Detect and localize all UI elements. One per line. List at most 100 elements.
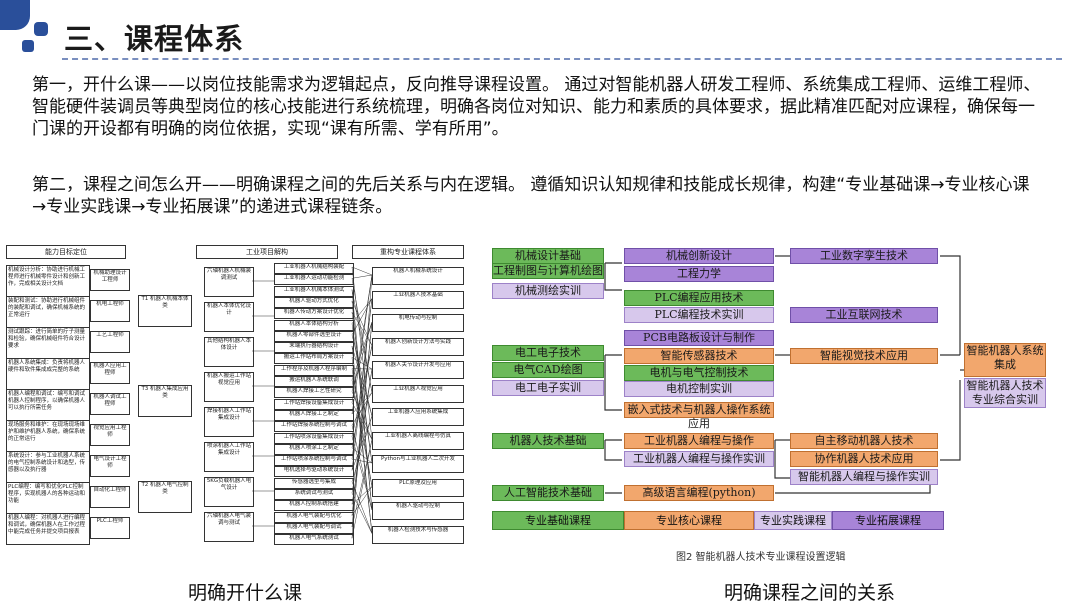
- course-box: 机器人创新设计方法与实践: [372, 337, 464, 356]
- core-course-box: 电机与电气控制技术: [624, 365, 774, 381]
- paragraph-1: 第一，开什么课——以岗位技能需求为逻辑起点，反向推导课程设置。 通过对智能机器人…: [32, 75, 1041, 139]
- task-box: 工业机器人机械本体测试: [274, 285, 354, 297]
- task-box: 机器人控制系统搭建: [274, 500, 354, 512]
- legend-extend: 专业拓展课程: [832, 511, 944, 530]
- paragraph-2: 第二，课程之间怎么开——明确课程之间的先后关系与内在逻辑。 遵循知识认知规律和技…: [32, 175, 1030, 217]
- extend-course-box: 智能机器人编程与操作实训: [790, 469, 938, 485]
- task-box: 机器人焊接工艺制定: [274, 409, 354, 421]
- course-box: 工业机器人技术基础: [372, 290, 464, 309]
- job-box: 机电工程师: [90, 300, 130, 322]
- basic-course-box: 机器人技术基础: [492, 433, 604, 449]
- course-box: 机器人机械系统设计: [372, 267, 464, 285]
- ability-box: 机器人系统集成：负责将机器人硬件和软件集成成完整的系统: [6, 358, 90, 390]
- left-head-project: 工业项目解构: [196, 245, 338, 259]
- unit-box: T1 机器人机械本体类: [138, 295, 192, 327]
- ability-box: 机器人编程和调试：编写和调试机器人控制程序，以确保机器人可以执行所需任务: [6, 389, 90, 421]
- job-box: 机器人调试工程师: [90, 393, 130, 415]
- left-diagram: 能力目标定位 工业项目解构 重构专业课程体系 机械设计分析：协助进行机械工程师进…: [0, 245, 470, 546]
- project-box: 机器人本体优化设计: [204, 302, 254, 332]
- course-box: 工业机器人视觉应用: [372, 384, 464, 403]
- course-box: PLC原理及应用: [372, 478, 464, 497]
- left-head-course: 重构专业课程体系: [352, 245, 464, 259]
- task-box: 工作站喷涂设备集成设计: [274, 432, 354, 444]
- task-box: 搬运机器人系统联调: [274, 376, 354, 387]
- brand-logo-icon: [0, 0, 56, 56]
- extend-course-box: 工业互联网技术: [790, 307, 938, 323]
- left-diagram-lines: [252, 266, 373, 539]
- basic-course-box: 机械测绘实训: [492, 283, 604, 299]
- extend-course-box: 自主移动机器人技术: [790, 433, 938, 449]
- course-box: 机器人关节设计开发与应用: [372, 361, 464, 379]
- extend-course-box: 工业数字孪生技术: [790, 248, 938, 264]
- core-course-box: 智能传感器技术: [624, 348, 774, 364]
- project-box: 5KG负载机器人电气设计: [204, 477, 254, 507]
- basic-course-box: 电工电子实训: [492, 380, 604, 396]
- figure-caption: 图2 智能机器人技术专业课程设置逻辑: [676, 552, 846, 563]
- project-box: 其他结构机器人本体设计: [204, 337, 254, 367]
- project-box: 喷涂机器人工作站集成设计: [204, 442, 254, 472]
- core-course-box: 机械创新设计: [624, 248, 774, 264]
- ability-box: 现场服务和维护：在现场现场维护和维护机器人系统，确保系统的正常运行: [6, 420, 90, 452]
- task-box: 工作站焊接系统控制与调试: [274, 421, 354, 433]
- course-box: Python与工业机器人二次开发: [372, 455, 464, 473]
- ability-box: 机械设计分析：协助进行机械工程师进行机械零件设计和创新工作，完成相关设计文档: [6, 265, 90, 297]
- core-course-box: 工业机器人编程与操作实训: [624, 451, 774, 467]
- caption-left: 明确开什么课: [188, 582, 303, 604]
- task-box: 机器人驱动方式优化: [274, 296, 354, 308]
- core-course-box: PLC编程应用技术: [624, 290, 774, 306]
- core-course-box: 高级语言编程(python): [624, 485, 774, 501]
- core-course-box: 嵌入式技术与机器人操作系统应用: [624, 402, 774, 430]
- ability-box: 系统设计：参与工业机器人系统的电气控制系统设计和选型，传感器以及执行器: [6, 451, 90, 483]
- ability-box: 测试跟踪：进行简单的疗子测量和检验，确保机械组件符合设计要求: [6, 327, 90, 359]
- extend-course-box: 协作机器人技术应用: [790, 451, 938, 467]
- ability-box: 装配和测试：协助进行机械组件的装配和调试，确保机械系统的正常运行: [6, 296, 90, 328]
- page-title: 三、课程体系: [64, 22, 245, 56]
- task-box: 工业机器人机械结构装配: [274, 263, 354, 274]
- ability-box: 机器人编程：对机器人进行编程和调试，确保机器人在工作过程中能完成任务并提交项目报…: [6, 513, 90, 545]
- caption-right: 明确课程之间的关系: [724, 582, 896, 604]
- system-integration-box: 智能机器人系统集成: [964, 343, 1046, 377]
- course-box: 工业机器人应用系统集成: [372, 408, 464, 426]
- job-box: 电气设计工程师: [90, 455, 130, 477]
- core-course-box: PCB电路板设计与制作: [624, 330, 774, 346]
- project-box: 六轴机器人机械装调测试: [204, 267, 254, 297]
- task-box: 机器人电气装配与调试: [274, 522, 354, 534]
- task-box: 机器人电气系统测试: [274, 534, 354, 546]
- legend-practice: 专业实践课程: [754, 511, 832, 530]
- project-box: 六轴机器人电气装调与测试: [204, 512, 254, 542]
- extend-course-box: 智能视觉技术应用: [790, 348, 938, 364]
- basic-course-box: 工程制图与计算机绘图: [492, 263, 604, 279]
- project-box: 机器人搬运工作站视觉应用: [204, 372, 254, 402]
- legend-basic: 专业基础课程: [492, 511, 624, 530]
- job-box: 工艺工程师: [90, 331, 130, 353]
- task-box: 机器人零部件选型设计: [274, 330, 354, 342]
- task-box: 工作站喷涂系统控制与调试: [274, 455, 354, 467]
- job-box: 自动化工程师: [90, 486, 130, 508]
- job-box: PLC工程师: [90, 517, 130, 539]
- project-box: 焊接机器人工作站集成设计: [204, 407, 254, 437]
- core-course-box: PLC编程技术实训: [624, 307, 774, 323]
- job-box: 视觉应用工程师: [90, 424, 130, 446]
- basic-course-box: 人工智能技术基础: [492, 485, 604, 501]
- course-box: 工业机器人离线编程与仿真: [372, 431, 464, 450]
- course-box: 机器人检测技术与传感器: [372, 525, 464, 544]
- unit-box: T3 机器人集成应用类: [138, 385, 192, 417]
- job-box: 机器人应用工程师: [90, 362, 130, 384]
- basic-course-box: 电工电子技术: [492, 345, 604, 361]
- job-box: 机械助理设计工程师: [90, 269, 130, 291]
- core-course-box: 工程力学: [624, 266, 774, 282]
- course-box: 机器人驱动与控制: [372, 502, 464, 520]
- core-course-box: 工业机器人编程与操作: [624, 433, 774, 449]
- basic-course-box: 电气CAD绘图: [492, 362, 604, 378]
- course-box: 机电传动与控制: [372, 314, 464, 332]
- left-head-ability: 能力目标定位: [6, 245, 126, 259]
- task-box: 电机选择与驱动系统设计: [274, 466, 354, 478]
- core-course-box: 电机控制实训: [624, 381, 774, 397]
- task-box: 机器人传动方案设计优化: [274, 308, 354, 320]
- task-box: 末端执行器结构设计: [274, 342, 354, 354]
- task-box: 机器人喷涂工艺制定: [274, 443, 354, 455]
- title-divider: [62, 58, 1062, 60]
- unit-box: T2 机器人电气控制类: [138, 481, 192, 513]
- legend-core: 专业核心课程: [624, 511, 754, 530]
- comprehensive-training-box: 智能机器人技术专业综合实训: [964, 378, 1046, 408]
